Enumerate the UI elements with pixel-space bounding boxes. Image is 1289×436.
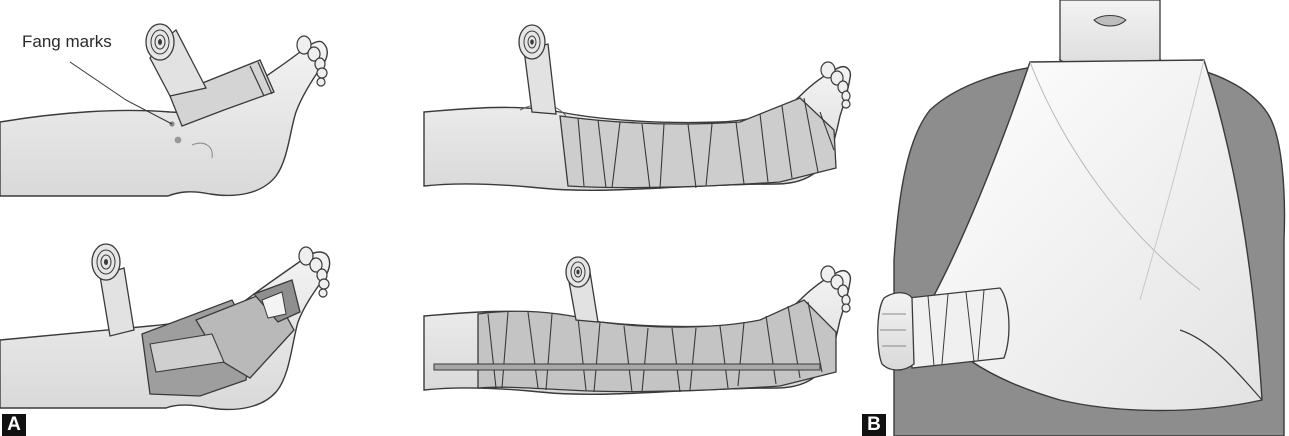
foot-ankle-bandaged-drawing — [0, 244, 330, 409]
splint — [434, 364, 820, 370]
leg-bandaged-drawing — [424, 25, 850, 190]
arm-sling-drawing — [878, 0, 1285, 436]
bandage-roll — [146, 24, 174, 60]
bandage-roll — [566, 257, 590, 287]
bandage-roll — [519, 25, 545, 59]
fang-marks-label: Fang marks — [22, 32, 112, 52]
leg-splinted-drawing — [424, 257, 850, 394]
panel-label-a: A — [2, 414, 26, 436]
fang-mark — [175, 137, 182, 144]
panel-label-b: B — [862, 414, 886, 436]
bandage-roll — [92, 244, 120, 280]
